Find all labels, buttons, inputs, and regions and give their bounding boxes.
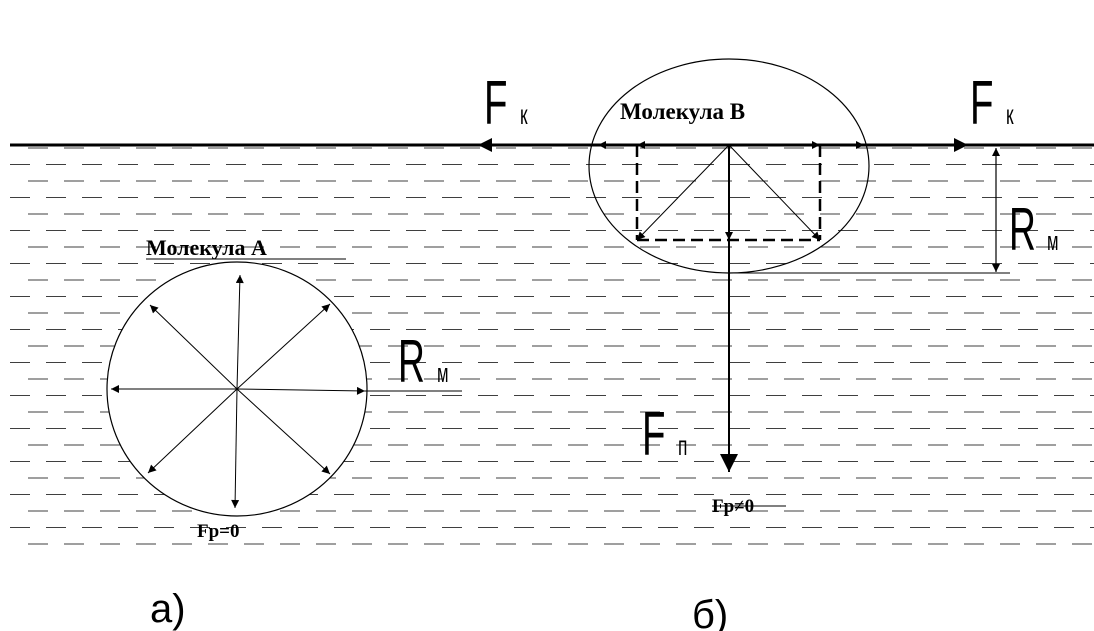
force-left-label: F: [484, 68, 507, 138]
force-right-label: F: [970, 68, 993, 138]
arrow-a-down: [231, 388, 240, 509]
force-right-subscript: к: [1006, 99, 1014, 130]
radius-b-label: R: [1009, 196, 1036, 263]
radius-b-subscript: м: [1047, 226, 1059, 256]
arrow-a-downright: [236, 388, 331, 475]
arrow-a-up: [235, 274, 244, 390]
arrow-b-downleft: [636, 144, 730, 241]
arrow-a-upleft: [149, 304, 238, 390]
arrow-a-right: [236, 386, 366, 395]
caption-a: а): [150, 587, 186, 631]
molecule-b-label: Молекула В: [620, 99, 745, 124]
molecule-a-label: Молекула А: [146, 235, 267, 260]
arrow-a-upright: [236, 303, 331, 390]
radius-a-label: R: [398, 328, 425, 395]
arrow-a-downleft: [147, 388, 238, 474]
force-down-label: F: [642, 399, 665, 469]
molecule-b-force-arrows: [598, 141, 864, 241]
molecule-a: Молекула А Fp=0 R м: [106, 235, 462, 542]
force-down-subscript: п: [678, 430, 687, 461]
caption-b: б): [692, 593, 728, 631]
force-left-subscript: к: [520, 99, 528, 130]
molecule-a-resultant: Fp=0: [197, 521, 240, 542]
arrow-b-downright: [728, 144, 821, 241]
molecule-b: Молекула В Fp≠0 R м: [588, 58, 1059, 517]
radius-a-subscript: м: [437, 358, 449, 388]
molecule-a-force-arrows: [111, 274, 366, 509]
